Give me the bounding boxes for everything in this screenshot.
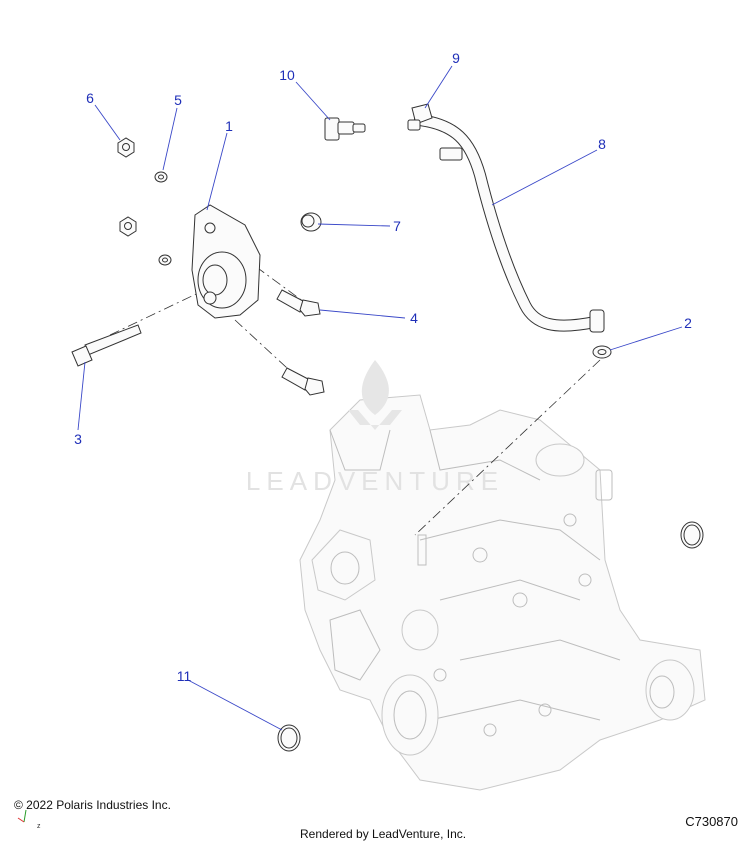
drawing-code: C730870 xyxy=(685,814,738,829)
axis-indicator: z xyxy=(17,809,41,830)
axis-label-z: z xyxy=(37,823,41,830)
part-10-sensor xyxy=(324,117,366,141)
part-3-bolt xyxy=(71,324,142,367)
callout-6: 6 xyxy=(86,90,94,106)
part-4-bolt xyxy=(276,289,325,396)
callout-11: 11 xyxy=(177,668,192,684)
callout-9: 9 xyxy=(452,50,460,66)
part-2-clamp xyxy=(592,345,612,359)
callout-5: 5 xyxy=(174,92,182,108)
part-6-nut xyxy=(117,137,137,237)
part-8-breather-hose xyxy=(414,114,605,333)
callout-10: 10 xyxy=(279,67,295,83)
leadventure-watermark: LEADVENTURE xyxy=(246,360,504,496)
part-11-o-ring xyxy=(277,521,704,752)
callout-7: 7 xyxy=(393,218,401,234)
leader-lines xyxy=(77,65,683,731)
transmission-housing xyxy=(299,394,706,791)
callout-1: 1 xyxy=(225,118,233,134)
rendered-by-credit: Rendered by LeadVenture, Inc. xyxy=(300,827,467,841)
part-7-grommet xyxy=(300,212,322,232)
callout-4: 4 xyxy=(410,310,418,326)
callout-3: 3 xyxy=(74,431,82,447)
watermark-text: LEADVENTURE xyxy=(246,466,504,496)
copyright-notice: © 2022 Polaris Industries Inc. xyxy=(14,798,171,812)
callout-2: 2 xyxy=(684,315,692,331)
part-1-actuator xyxy=(191,204,261,319)
callout-numbers: 1 2 3 4 5 6 7 8 9 10 11 xyxy=(74,50,692,684)
callout-8: 8 xyxy=(598,136,606,152)
part-5-washer xyxy=(154,171,172,266)
part-9-clamp xyxy=(407,103,433,131)
